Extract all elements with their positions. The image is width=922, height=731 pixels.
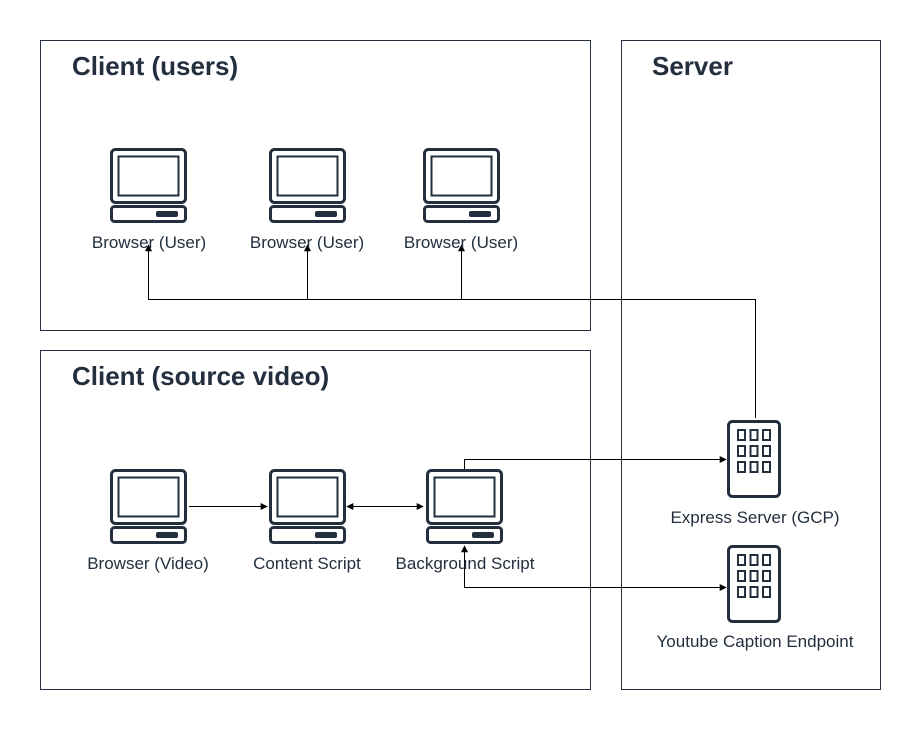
group-server [621, 40, 881, 690]
node-label-express-server: Express Server (GCP) [670, 508, 840, 527]
node-label-browser-video: Browser (Video) [87, 554, 209, 573]
node-label-background-script: Background Script [395, 554, 535, 573]
desktop-icon [426, 469, 503, 544]
desktop-icon [423, 148, 500, 223]
edge-background-to-express [464, 456, 727, 469]
node-label-browser-user-2: Browser (User) [249, 233, 365, 252]
building-icon [727, 545, 781, 623]
node-label-youtube-caption-endpoint: Youtube Caption Endpoint [656, 632, 854, 651]
group-title-client-users: Client (users) [72, 51, 239, 81]
node-label-browser-user-1: Browser (User) [91, 233, 207, 252]
group-title-server: Server [652, 51, 733, 81]
desktop-icon [110, 469, 187, 544]
group-client-source-video [40, 350, 591, 690]
group-client-users [40, 40, 591, 331]
node-label-content-script: Content Script [253, 554, 361, 573]
node-label-browser-user-3: Browser (User) [403, 233, 519, 252]
group-title-client-source-video: Client (source video) [72, 361, 330, 391]
desktop-icon [269, 148, 346, 223]
building-icon [727, 420, 781, 498]
edge-server-to-browser-user-1 [145, 244, 756, 418]
desktop-icon [269, 469, 346, 544]
desktop-icon [110, 148, 187, 223]
edge-background-youtube [461, 545, 727, 591]
